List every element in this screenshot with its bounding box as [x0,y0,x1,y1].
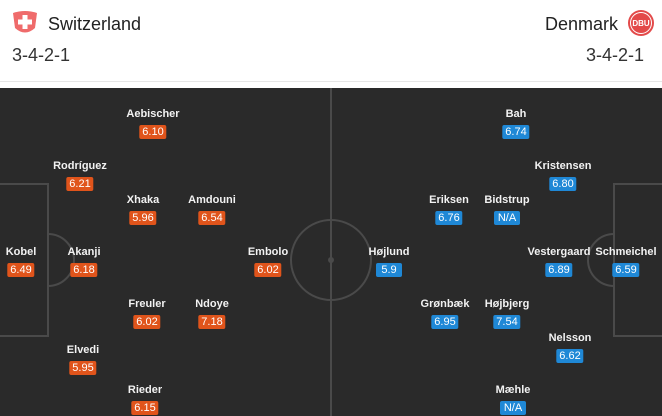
player-rating: 6.89 [545,263,573,277]
player-rating: 6.95 [431,315,459,329]
player-rating: 6.49 [7,263,35,277]
home-team-name: Switzerland [48,14,142,34]
player-name: Embolo [247,246,289,258]
player-name: Højlund [368,246,410,258]
away-team-name: Denmark [544,14,618,34]
home-player-rieder[interactable]: Rieder 6.15 [105,384,185,416]
away-player-højlund[interactable]: Højlund 5.9 [349,246,429,286]
player-name: Eriksen [429,194,469,206]
player-rating: N/A [500,401,526,415]
player-rating: 6.62 [556,349,584,363]
player-rating: 5.96 [129,211,157,225]
player-rating: 6.76 [435,211,463,225]
away-player-nelsson[interactable]: Nelsson 6.62 [530,332,610,372]
player-name: Akanji [67,246,101,258]
player-rating: 6.02 [133,315,161,329]
player-name: Bah [505,108,527,120]
player-rating: 6.80 [549,177,577,191]
player-rating: 6.59 [612,263,640,277]
player-name: Amdouni [188,194,236,206]
away-player-højbjerg[interactable]: Højbjerg 7.54 [467,298,547,338]
pitch-lines [0,88,662,416]
player-name: Aebischer [126,108,180,120]
away-player-bah[interactable]: Bah 6.74 [476,108,556,148]
away-formation: 3-4-2-1 [585,45,644,65]
player-name: Nelsson [548,332,592,344]
player-name: Vestergaard [527,246,591,258]
player-rating: 5.9 [376,263,402,277]
home-player-aebischer[interactable]: Aebischer 6.10 [113,108,193,148]
player-name: Freuler [128,298,166,310]
home-player-akanji[interactable]: Akanji 6.18 [44,246,124,286]
away-player-eriksen[interactable]: Eriksen 6.76 [409,194,489,234]
dbu-logo-text: DBU [632,19,650,28]
player-rating: 6.21 [66,177,94,191]
home-player-freuler[interactable]: Freuler 6.02 [107,298,187,338]
away-player-vestergaard[interactable]: Vestergaard 6.89 [519,246,599,286]
home-player-ndoye[interactable]: Ndoye 7.18 [172,298,252,338]
player-rating: 5.95 [69,361,97,375]
home-player-kobel[interactable]: Kobel 6.49 [0,246,61,286]
player-name: Rieder [127,384,163,396]
home-player-xhaka[interactable]: Xhaka 5.96 [103,194,183,234]
player-rating: 6.54 [198,211,226,225]
away-player-kristensen[interactable]: Kristensen 6.80 [523,160,603,200]
player-name: Schmeichel [595,246,657,258]
player-name: Højbjerg [484,298,530,310]
player-rating: 6.02 [254,263,282,277]
home-formation: 3-4-2-1 [12,45,71,65]
player-name: Xhaka [126,194,160,206]
player-name: Kristensen [534,160,592,172]
player-rating: 6.15 [131,401,159,415]
player-name: Grønbæk [420,298,470,310]
home-player-amdouni[interactable]: Amdouni 6.54 [172,194,252,234]
player-name: Elvedi [66,344,100,356]
away-player-grønbæk[interactable]: Grønbæk 6.95 [405,298,485,338]
player-rating: 6.10 [139,125,167,139]
player-rating: 6.74 [502,125,530,139]
home-player-embolo[interactable]: Embolo 6.02 [228,246,308,286]
player-name: Ndoye [195,298,229,310]
player-rating: 7.54 [493,315,521,329]
player-name: Kobel [5,246,37,258]
home-player-elvedi[interactable]: Elvedi 5.95 [43,344,123,384]
player-name: Mæhle [495,384,531,396]
player-name: Bidstrup [484,194,530,206]
swiss-crest-icon [13,11,37,33]
player-rating: N/A [494,211,520,225]
home-player-rodriguez[interactable]: Rodríguez 6.21 [40,160,120,200]
match-header: Switzerland 3-4-2-1 Denmark DBU 3-4-2-1 [0,0,662,82]
dbu-crest-icon: DBU [628,10,654,36]
away-player-schmeichel[interactable]: Schmeichel 6.59 [586,246,662,286]
player-name: Rodríguez [53,160,107,172]
player-rating: 7.18 [198,315,226,329]
player-rating: 6.18 [70,263,98,277]
